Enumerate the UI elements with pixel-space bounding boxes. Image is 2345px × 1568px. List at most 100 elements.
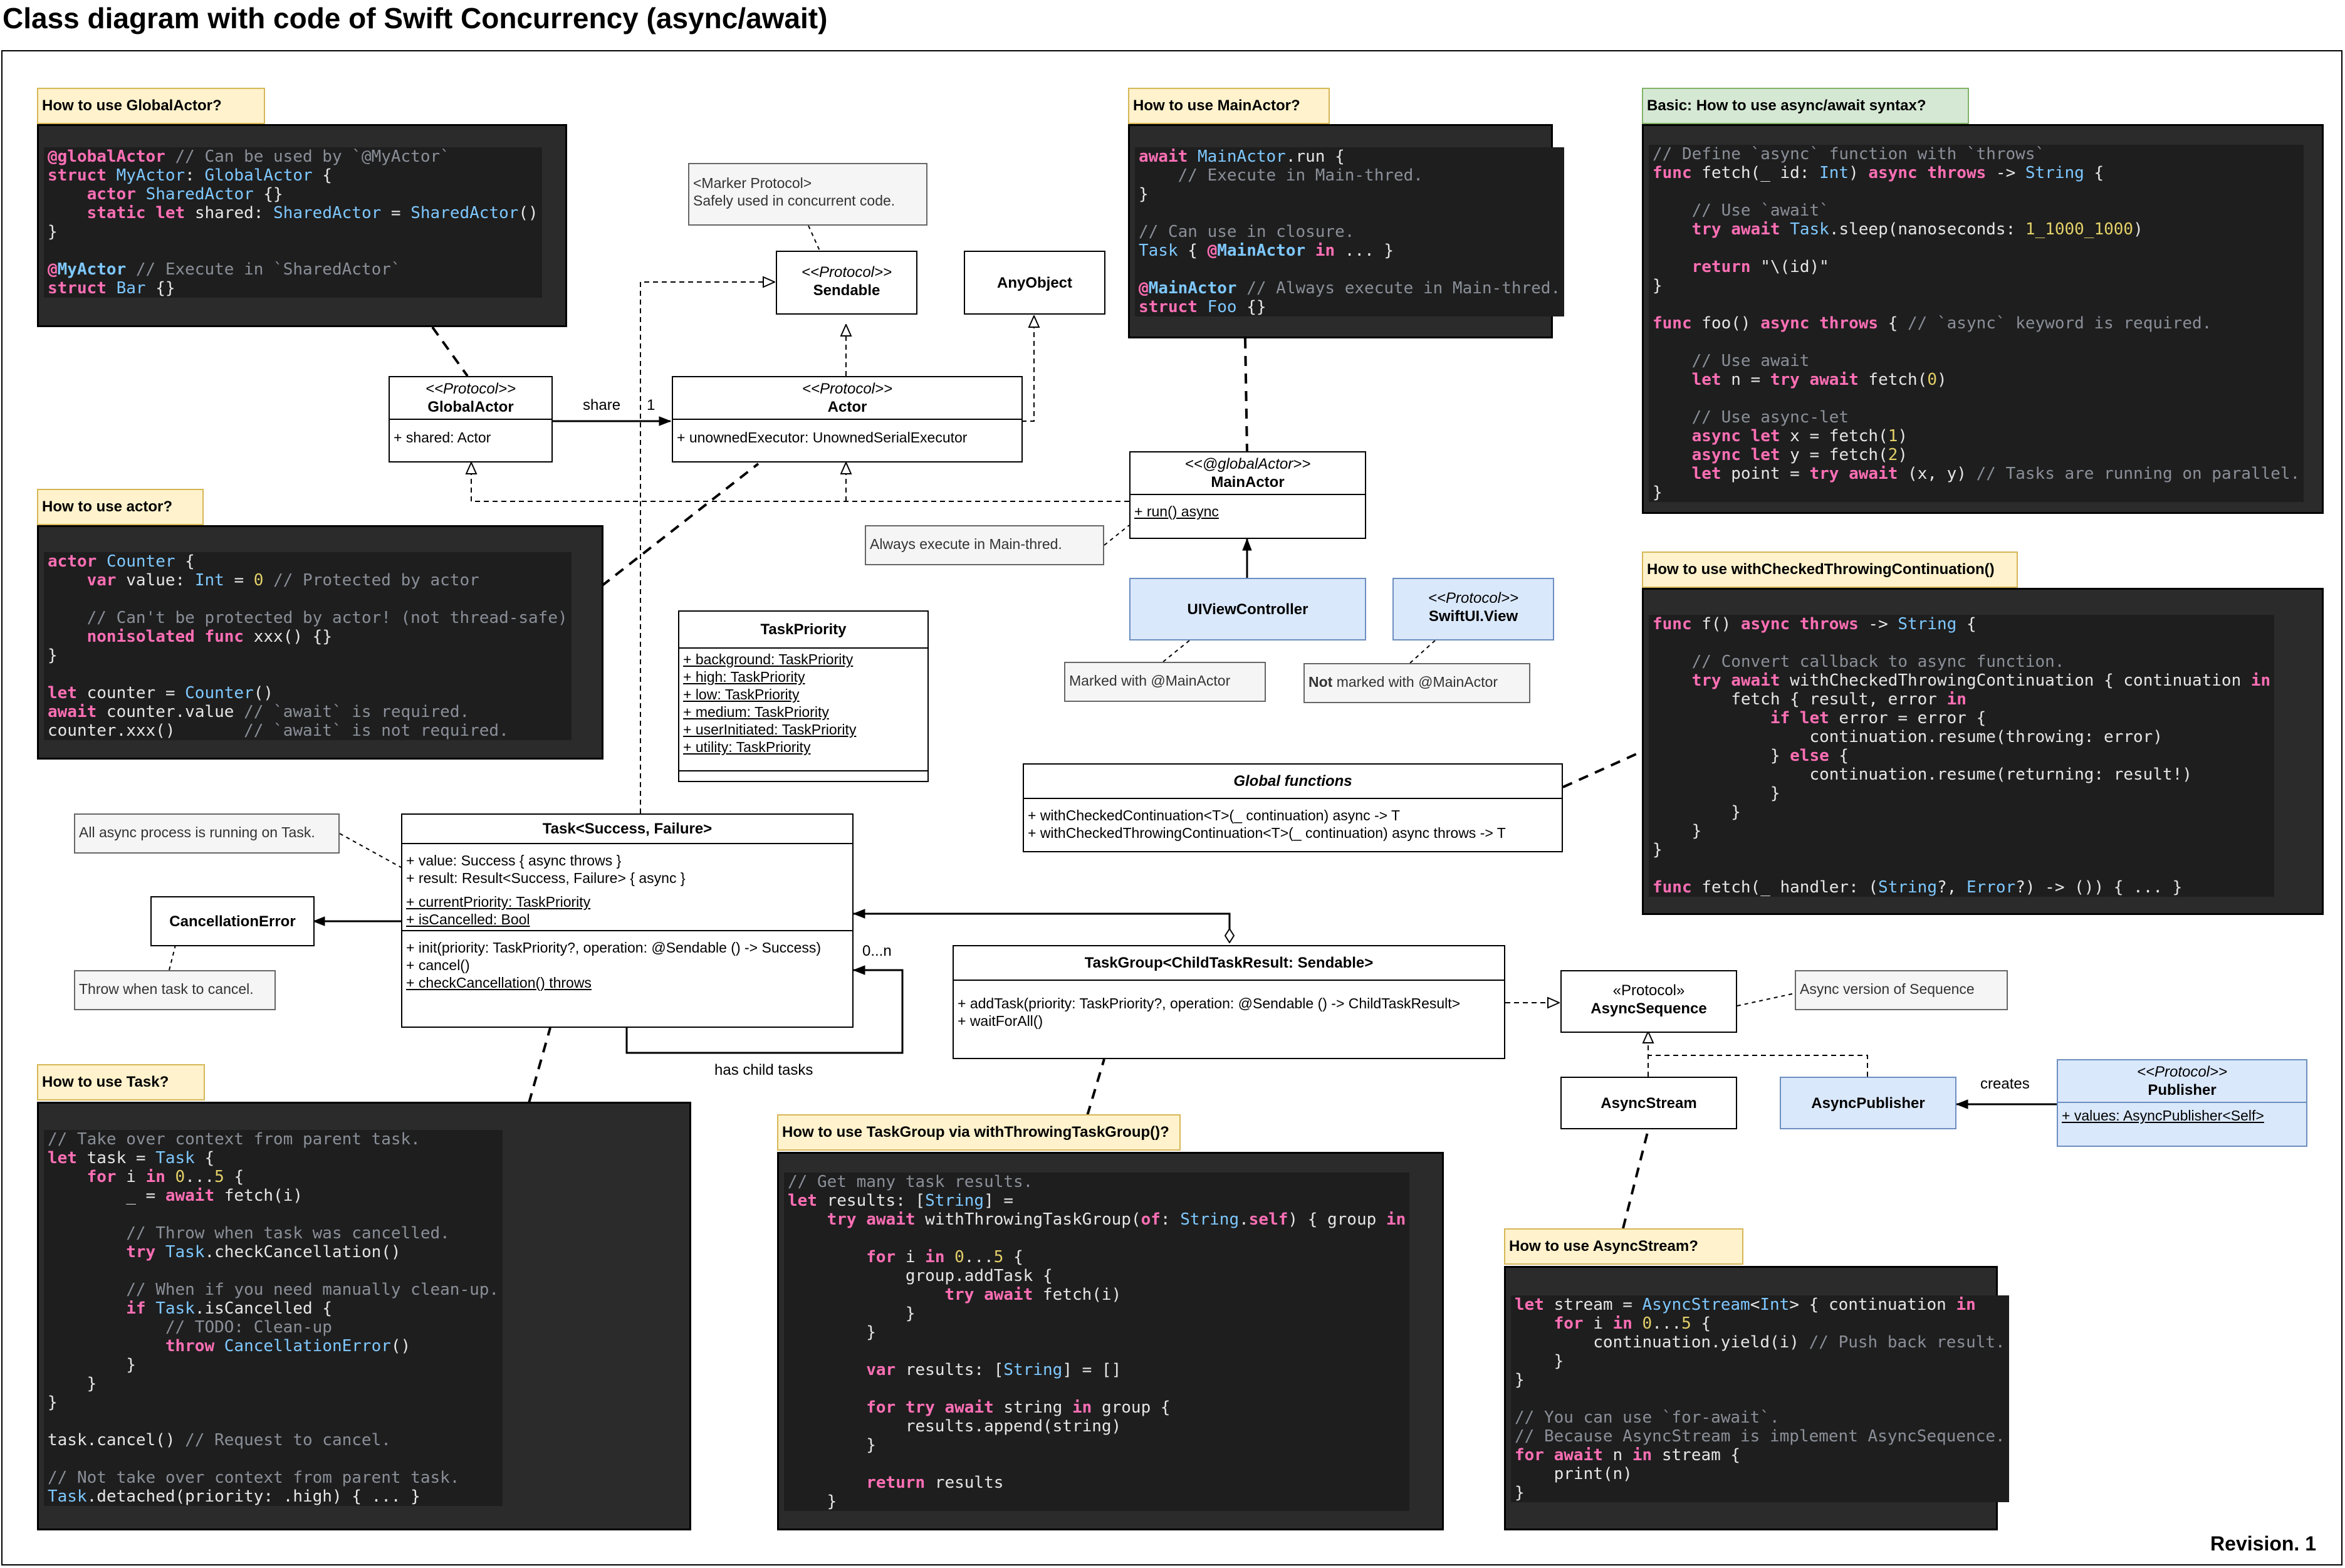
task-group-members: + addTask(priority: TaskPriority?, opera… [954,981,1504,1032]
class-task-priority: TaskPriority + background: TaskPriority … [678,610,929,782]
ui-view-controller-name: UIViewController [1187,600,1308,618]
header-global-actor: How to use GlobalActor? [37,88,265,124]
note-uivc-link [1162,640,1190,662]
code-main-actor: await MainActor.run { // Execute in Main… [1128,124,1565,338]
has-child-tasks-label: has child tasks [714,1062,813,1079]
code-async-stream: let stream = AsyncStream<Int> { continua… [1504,1266,2009,1530]
task-divider-1 [402,843,852,844]
global-functions-title: Global functions [1233,773,1352,790]
task-cancel: + cancel() [406,957,470,973]
global-functions-name: Global functions [1024,765,1562,798]
task-properties: + value: Success { async throws } + resu… [402,844,852,930]
note-not-rest: marked with @MainActor [1332,674,1498,690]
task-priority-utility: + utility: TaskPriority [683,739,811,755]
task-group-add-task: + addTask(priority: TaskPriority?, opera… [958,995,1461,1011]
task-priority-background: + background: TaskPriority [683,651,854,667]
actor-stereotype: <<Protocol>> [802,380,893,397]
link-globalactor-code [431,326,469,377]
code-global-actor-text: @globalActor // Can be used by `@MyActor… [44,147,542,298]
header-basic: Basic: How to use async/await syntax? [1642,88,1969,124]
note-async-sequence: Async version of Sequence [1795,970,2008,1010]
publisher-name: Publisher [2148,1082,2217,1099]
task-result: + result: Result<Success, Failure> { asy… [406,870,686,886]
header-actor: How to use actor? [37,489,204,525]
task-priority-name: TaskPriority [760,621,847,638]
header-checked: How to use withCheckedThrowingContinuati… [1642,551,2018,588]
code-actor-text: actor Counter { var value: Int = 0 // Pr… [44,552,572,740]
link-actor-code [600,463,760,587]
code-global-actor: @globalActor // Can be used by `@MyActor… [37,124,567,327]
task-methods: + init(priority: TaskPriority?, operatio… [402,931,852,993]
main-actor-member: + run() async [1131,495,1365,522]
async-sequence-head: «Protocol» AsyncSequence [1562,979,1736,1020]
class-global-functions: Global functions + withCheckedContinuati… [1023,763,1563,852]
swiftui-view-stereotype: <<Protocol>> [1428,590,1519,607]
assoc-taskgroup-task [854,914,1230,943]
realize-publisher-asyncseq [1648,1055,1868,1077]
task-group-wait-for-all: + waitForAll() [958,1013,1043,1029]
sendable-name: Sendable [813,282,880,299]
class-ui-view-controller: UIViewController [1129,578,1366,640]
global-actor-divider [390,419,551,420]
note-marker-protocol: <Marker Protocol> Safely used in concurr… [688,163,927,226]
task-name: Task<Success, Failure> [542,820,713,837]
note-async-task-link [339,833,402,868]
task-priority-members: + background: TaskPriority + high: TaskP… [679,649,927,758]
async-publisher-name: AsyncPublisher [1811,1094,1925,1112]
realize-actor-anyobject [1021,316,1034,422]
note-main-thread: Always execute in Main-thred. [865,525,1104,565]
cancellation-error-name: CancellationError [169,912,296,930]
actor-member: + unownedExecutor: UnownedSerialExecutor [677,429,968,446]
global-func-with-checked: + withCheckedContinuation<T>(_ continuat… [1028,807,1401,823]
class-task-group: TaskGroup<ChildTaskResult: Sendable> + a… [953,945,1505,1059]
link-mainactor-code [1244,338,1248,453]
header-task: How to use Task? [37,1064,205,1100]
task-priority-medium: + medium: TaskPriority [683,704,829,720]
share-label: share [583,397,621,414]
sendable-head: <<Protocol>> Sendable [777,261,916,302]
class-swiftui-view: <<Protocol>> SwiftUI.View [1392,578,1554,640]
class-publisher: <<Protocol>> Publisher + values: AsyncPu… [2057,1059,2307,1147]
global-actor-head: <<Protocol>> GlobalActor [390,377,551,419]
revision-label: Revision. 1 [2210,1532,2316,1555]
class-async-stream: AsyncStream [1560,1077,1737,1129]
publisher-head: <<Protocol>> Publisher [2058,1060,2306,1102]
sendable-stereotype: <<Protocol>> [801,264,892,281]
code-task-text: // Take over context from parent task. l… [44,1130,503,1506]
note-not-bold: Not [1308,674,1333,690]
global-actor-stereotype: <<Protocol>> [425,380,516,397]
class-async-publisher: AsyncPublisher [1780,1077,1956,1129]
link-checked-code [1562,748,1647,788]
main-actor-name: MainActor [1211,474,1285,491]
code-task-group: // Get many task results. let results: [… [777,1152,1444,1530]
global-functions-members: + withCheckedContinuation<T>(_ continuat… [1024,799,1562,844]
task-priority-divider [679,647,927,649]
assoc-task-child [625,970,904,1054]
code-task-group-text: // Get many task results. let results: [… [784,1173,1410,1511]
actor-head: <<Protocol>> Actor [673,377,1021,419]
task-priority-divider2 [679,770,927,771]
class-sendable: <<Protocol>> Sendable [776,251,917,315]
code-checked: func f() async throws -> String { // Con… [1642,588,2324,915]
note-throw-link [169,944,176,971]
publisher-stereotype: <<Protocol>> [2136,1064,2228,1080]
header-main-actor: How to use MainActor? [1128,88,1330,124]
main-actor-run: + run() async [1134,503,1219,520]
note-swiftui-link [1409,640,1436,664]
creates-label: creates [1980,1075,2030,1092]
main-actor-stereotype: <<@globalActor>> [1184,456,1311,473]
publisher-divider [2058,1102,2306,1103]
class-main-actor: <<@globalActor>> MainActor + run() async [1129,451,1366,539]
async-sequence-stereotype: «Protocol» [1612,982,1685,999]
task-current-priority: + currentPriority: TaskPriority [406,894,591,910]
task-group-name: TaskGroup<ChildTaskResult: Sendable> [1084,954,1374,971]
publisher-values: + values: AsyncPublisher<Self> [2062,1107,2264,1124]
task-priority-user-initiated: + userInitiated: TaskPriority [683,721,857,738]
swiftui-view-head: <<Protocol>> SwiftUI.View [1394,587,1553,628]
class-any-object: AnyObject [964,251,1105,315]
async-stream-name: AsyncStream [1601,1094,1697,1112]
any-object-name: AnyObject [996,274,1073,291]
class-actor: <<Protocol>> Actor + unownedExecutor: Un… [672,376,1023,463]
note-marker-line2: Safely used in concurrent code. [693,192,896,209]
task-divider-2 [402,930,852,931]
